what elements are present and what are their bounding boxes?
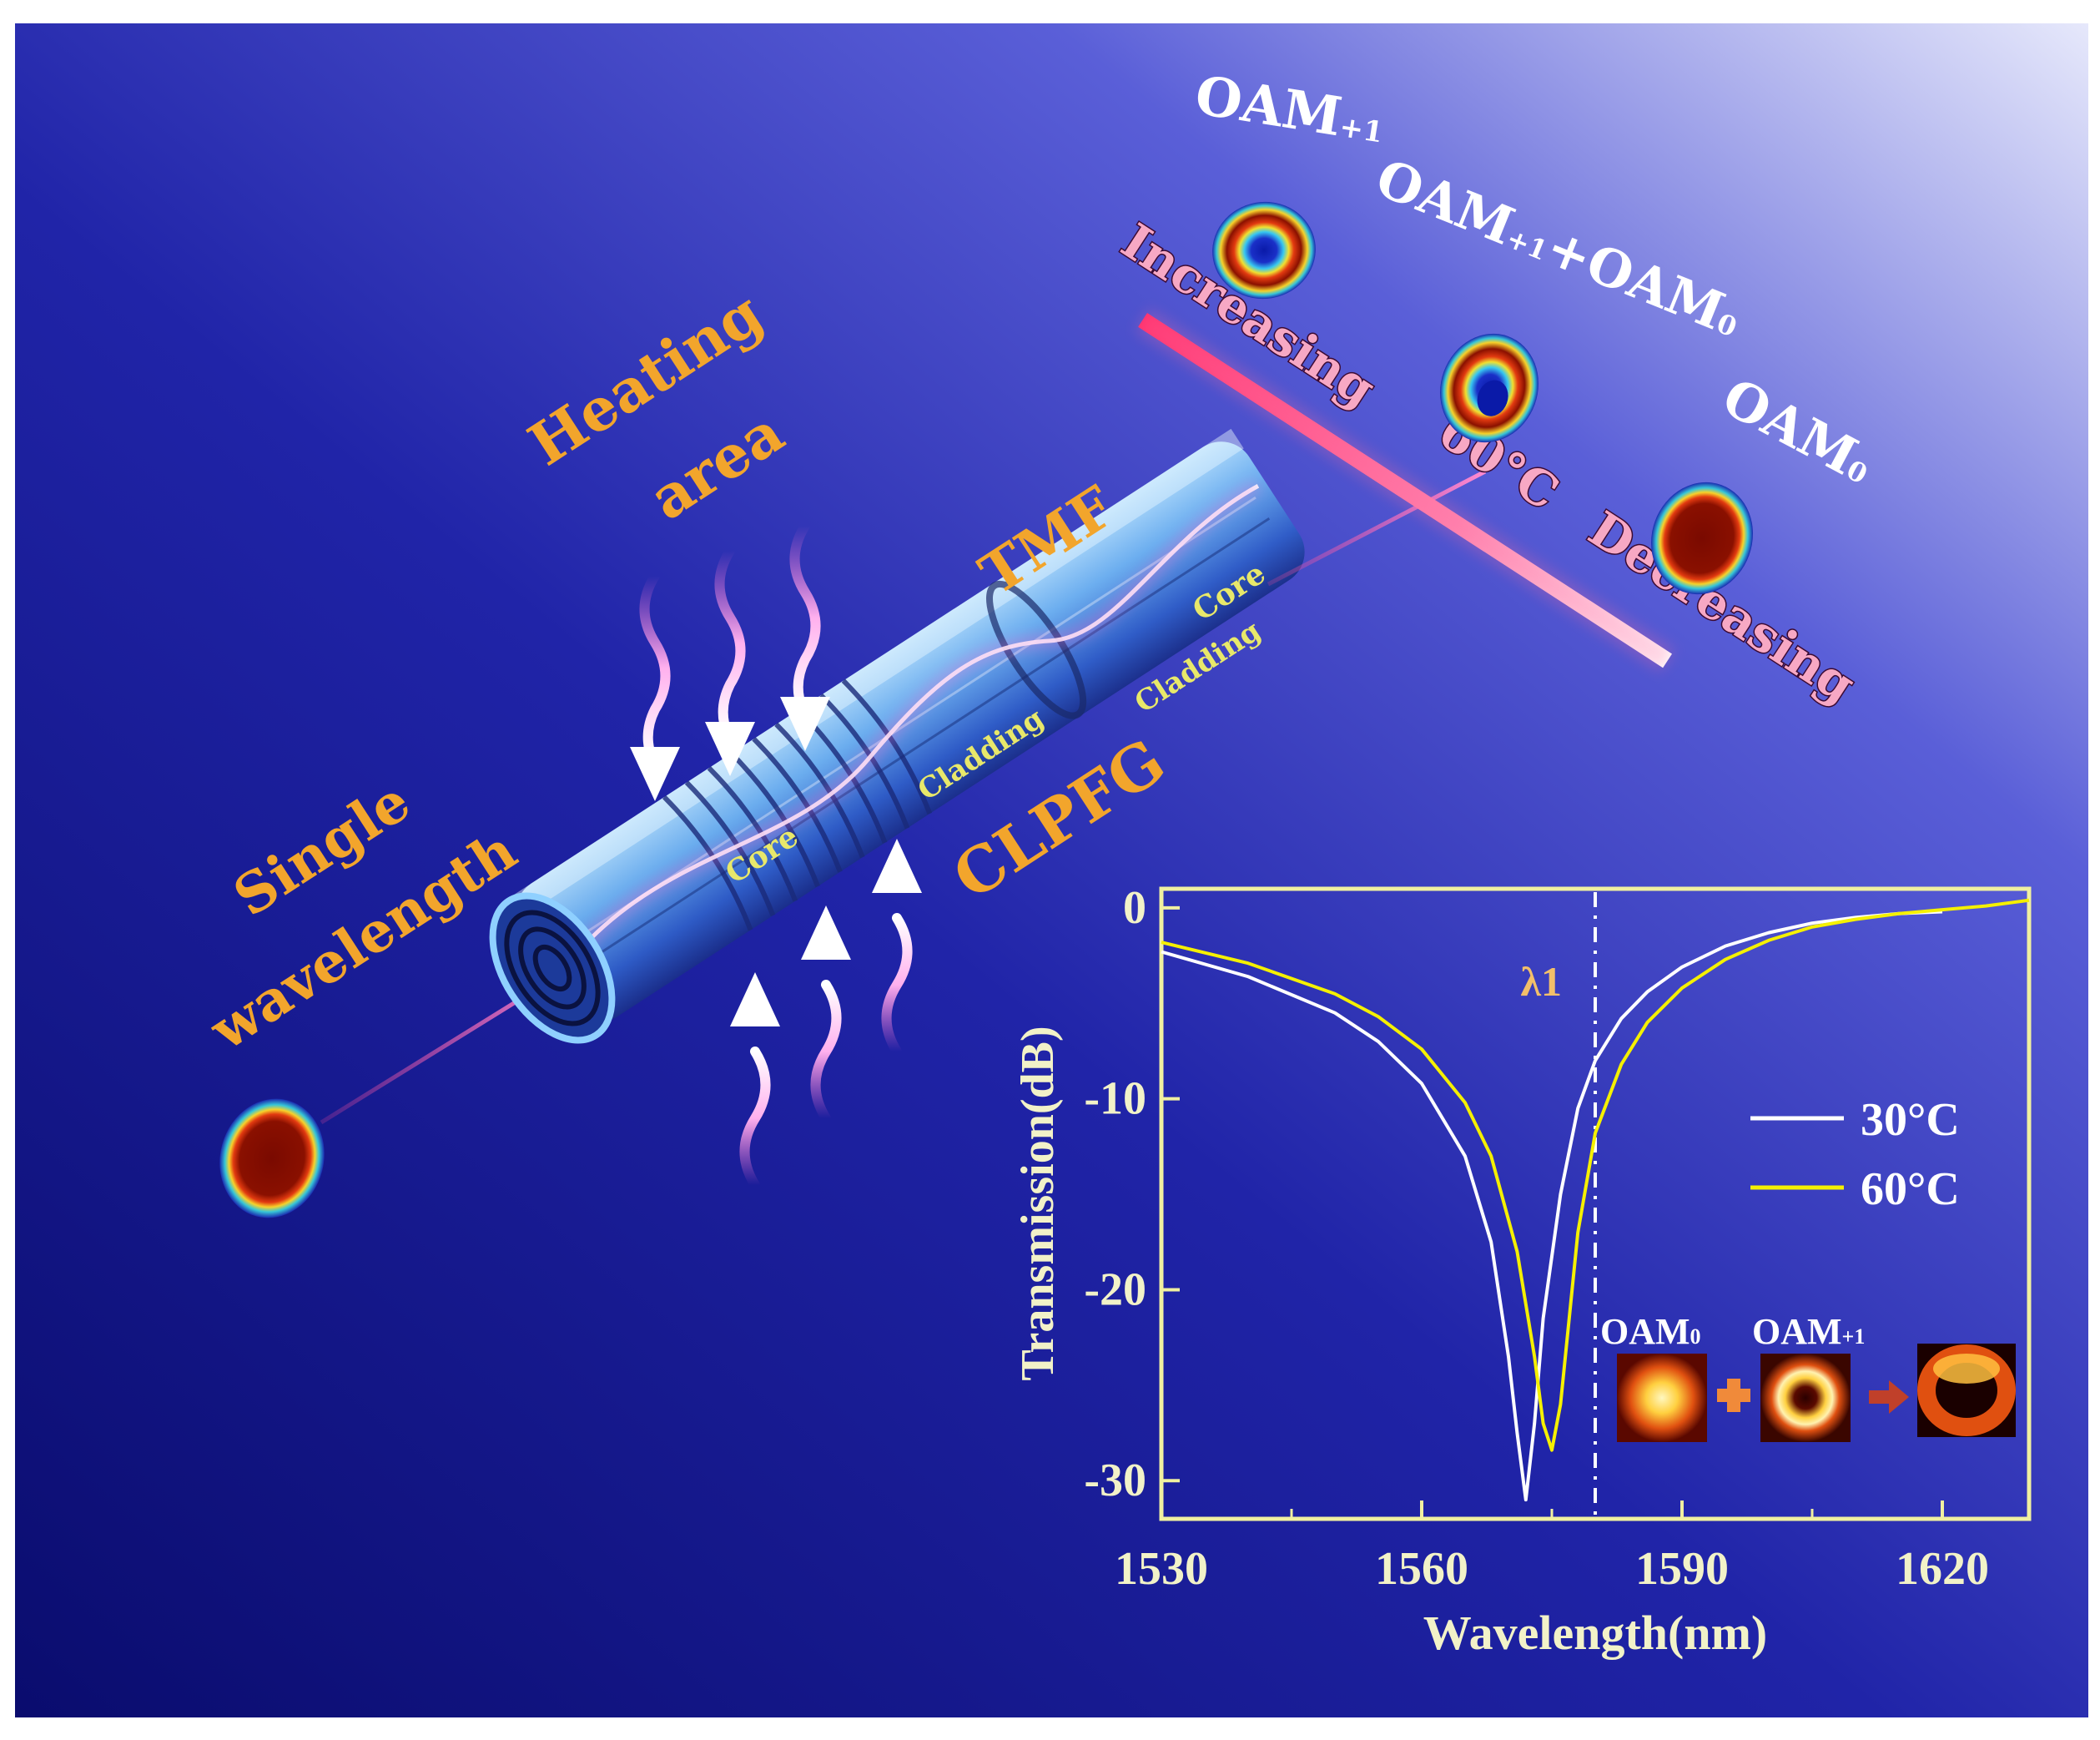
- y-tick-label: -20: [1084, 1263, 1146, 1315]
- figure-background: [15, 23, 2088, 1717]
- heating-arrowheads-top: [630, 697, 830, 801]
- legend-label-60c: 60°C: [1861, 1163, 1960, 1215]
- y-tick-label: 0: [1123, 882, 1146, 934]
- inset-image-oam-plus1: [1760, 1354, 1851, 1442]
- x-tick-label: 1620: [1896, 1543, 1989, 1595]
- heating-arrowheads-bottom: [730, 839, 922, 1026]
- chart-frame: [1159, 886, 2032, 1521]
- x-tick-label: 1590: [1635, 1543, 1729, 1595]
- y-tick-label: -30: [1084, 1455, 1146, 1506]
- mode-pattern-oam-0: [1651, 482, 1753, 595]
- x-tick-label: 1530: [1115, 1543, 1208, 1595]
- inset-chart: 1530 1560 1590 1620 0 -10 -20 -30 λ1 Wavelength…: [1012, 882, 2032, 1660]
- lambda1-label: λ1: [1520, 958, 1562, 1005]
- inset-image-oam0: [1617, 1354, 1707, 1442]
- temperature-scale-bar: [1135, 308, 1675, 673]
- chart-tick-labels: 1530 1560 1590 1620 0 -10 -20 -30: [1084, 882, 1989, 1595]
- inset-label-oam-plus1: OAM+1: [1752, 1311, 1865, 1352]
- inset-arrow: [1869, 1380, 1909, 1414]
- heating-arrows-bottom: [739, 913, 913, 1190]
- series-line-30c: [1161, 910, 1943, 1502]
- y-tick-label: -10: [1084, 1073, 1146, 1125]
- chart-x-axis-label: Wavelength(nm): [1423, 1606, 1767, 1660]
- chart-y-axis-label: Transmission(dB): [1012, 1026, 1064, 1380]
- inset-label-oam0: OAM0: [1600, 1311, 1701, 1352]
- chart-ticks: [1160, 905, 1944, 1519]
- mode-pattern-oam-plus1: [1212, 201, 1316, 300]
- x-tick-label: 1560: [1375, 1543, 1468, 1595]
- chart-legend: 30°C 60°C: [1750, 1094, 1960, 1215]
- chart-series-group: [1161, 898, 2030, 1502]
- mode-pattern-oam-mixed: [1440, 333, 1538, 443]
- legend-label-30c: 30°C: [1861, 1094, 1960, 1146]
- inset-image-mixed-lobe: [1933, 1354, 2000, 1384]
- input-mode-pattern: [219, 1098, 325, 1218]
- fiber-end-face: [489, 892, 616, 1044]
- fiber-tube: [503, 428, 1305, 1022]
- inset-plus-sign-v: [1727, 1379, 1740, 1412]
- series-line-60c: [1161, 898, 2030, 1452]
- heating-arrows-top: [639, 521, 821, 764]
- mode-conversion-inset: OAM0 OAM+1: [1600, 1311, 2016, 1442]
- output-laser-beam: [1267, 469, 1487, 587]
